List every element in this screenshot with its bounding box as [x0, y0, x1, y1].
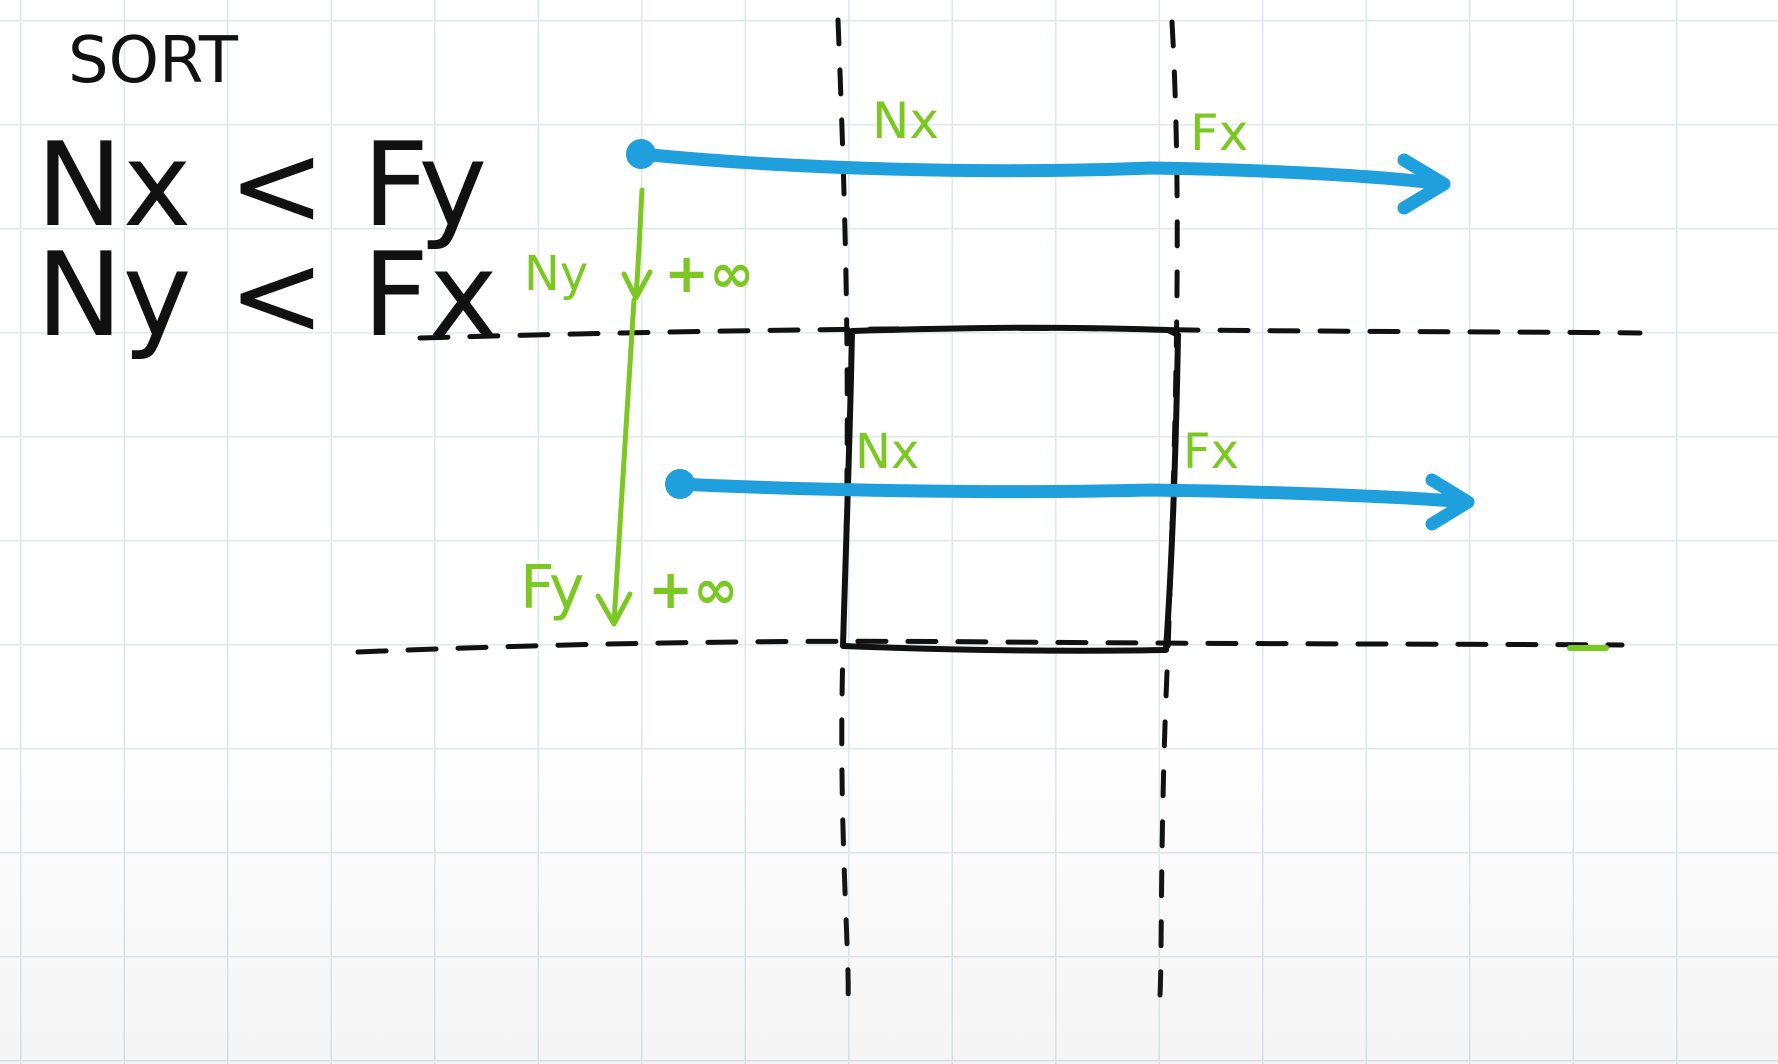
ray-top	[634, 147, 1447, 191]
title-sort: SORT	[68, 24, 239, 98]
ray-middle-arrowhead	[1425, 473, 1475, 531]
label-top-nx: Nx	[872, 92, 939, 150]
label-top-fx: Fx	[1190, 104, 1248, 162]
label-ny-plus-infinity: +∞	[664, 242, 754, 305]
ray-top-arrowhead	[1397, 153, 1451, 215]
ray-top-origin	[626, 139, 656, 169]
bounding-box	[840, 324, 1181, 654]
arrow-far-y-head	[595, 591, 633, 627]
label-fy: Fy	[520, 553, 585, 623]
label-fy-plus-infinity: +∞	[648, 558, 738, 621]
arrow-far-y	[611, 297, 637, 625]
label-mid-fx: Fx	[1183, 424, 1239, 480]
dashed-horizontal-far-y	[355, 638, 1625, 655]
ray-middle-origin	[665, 469, 695, 499]
arrow-near-y	[633, 187, 645, 299]
ray-middle	[673, 477, 1473, 509]
condition-ny-lt-fx: Ny < Fx	[36, 228, 498, 363]
arrow-near-y-head	[621, 269, 653, 301]
condition-nx-lt-fy: Nx < Fy	[36, 118, 487, 253]
label-mid-nx: Nx	[855, 424, 919, 480]
label-ny: Ny	[524, 246, 588, 302]
